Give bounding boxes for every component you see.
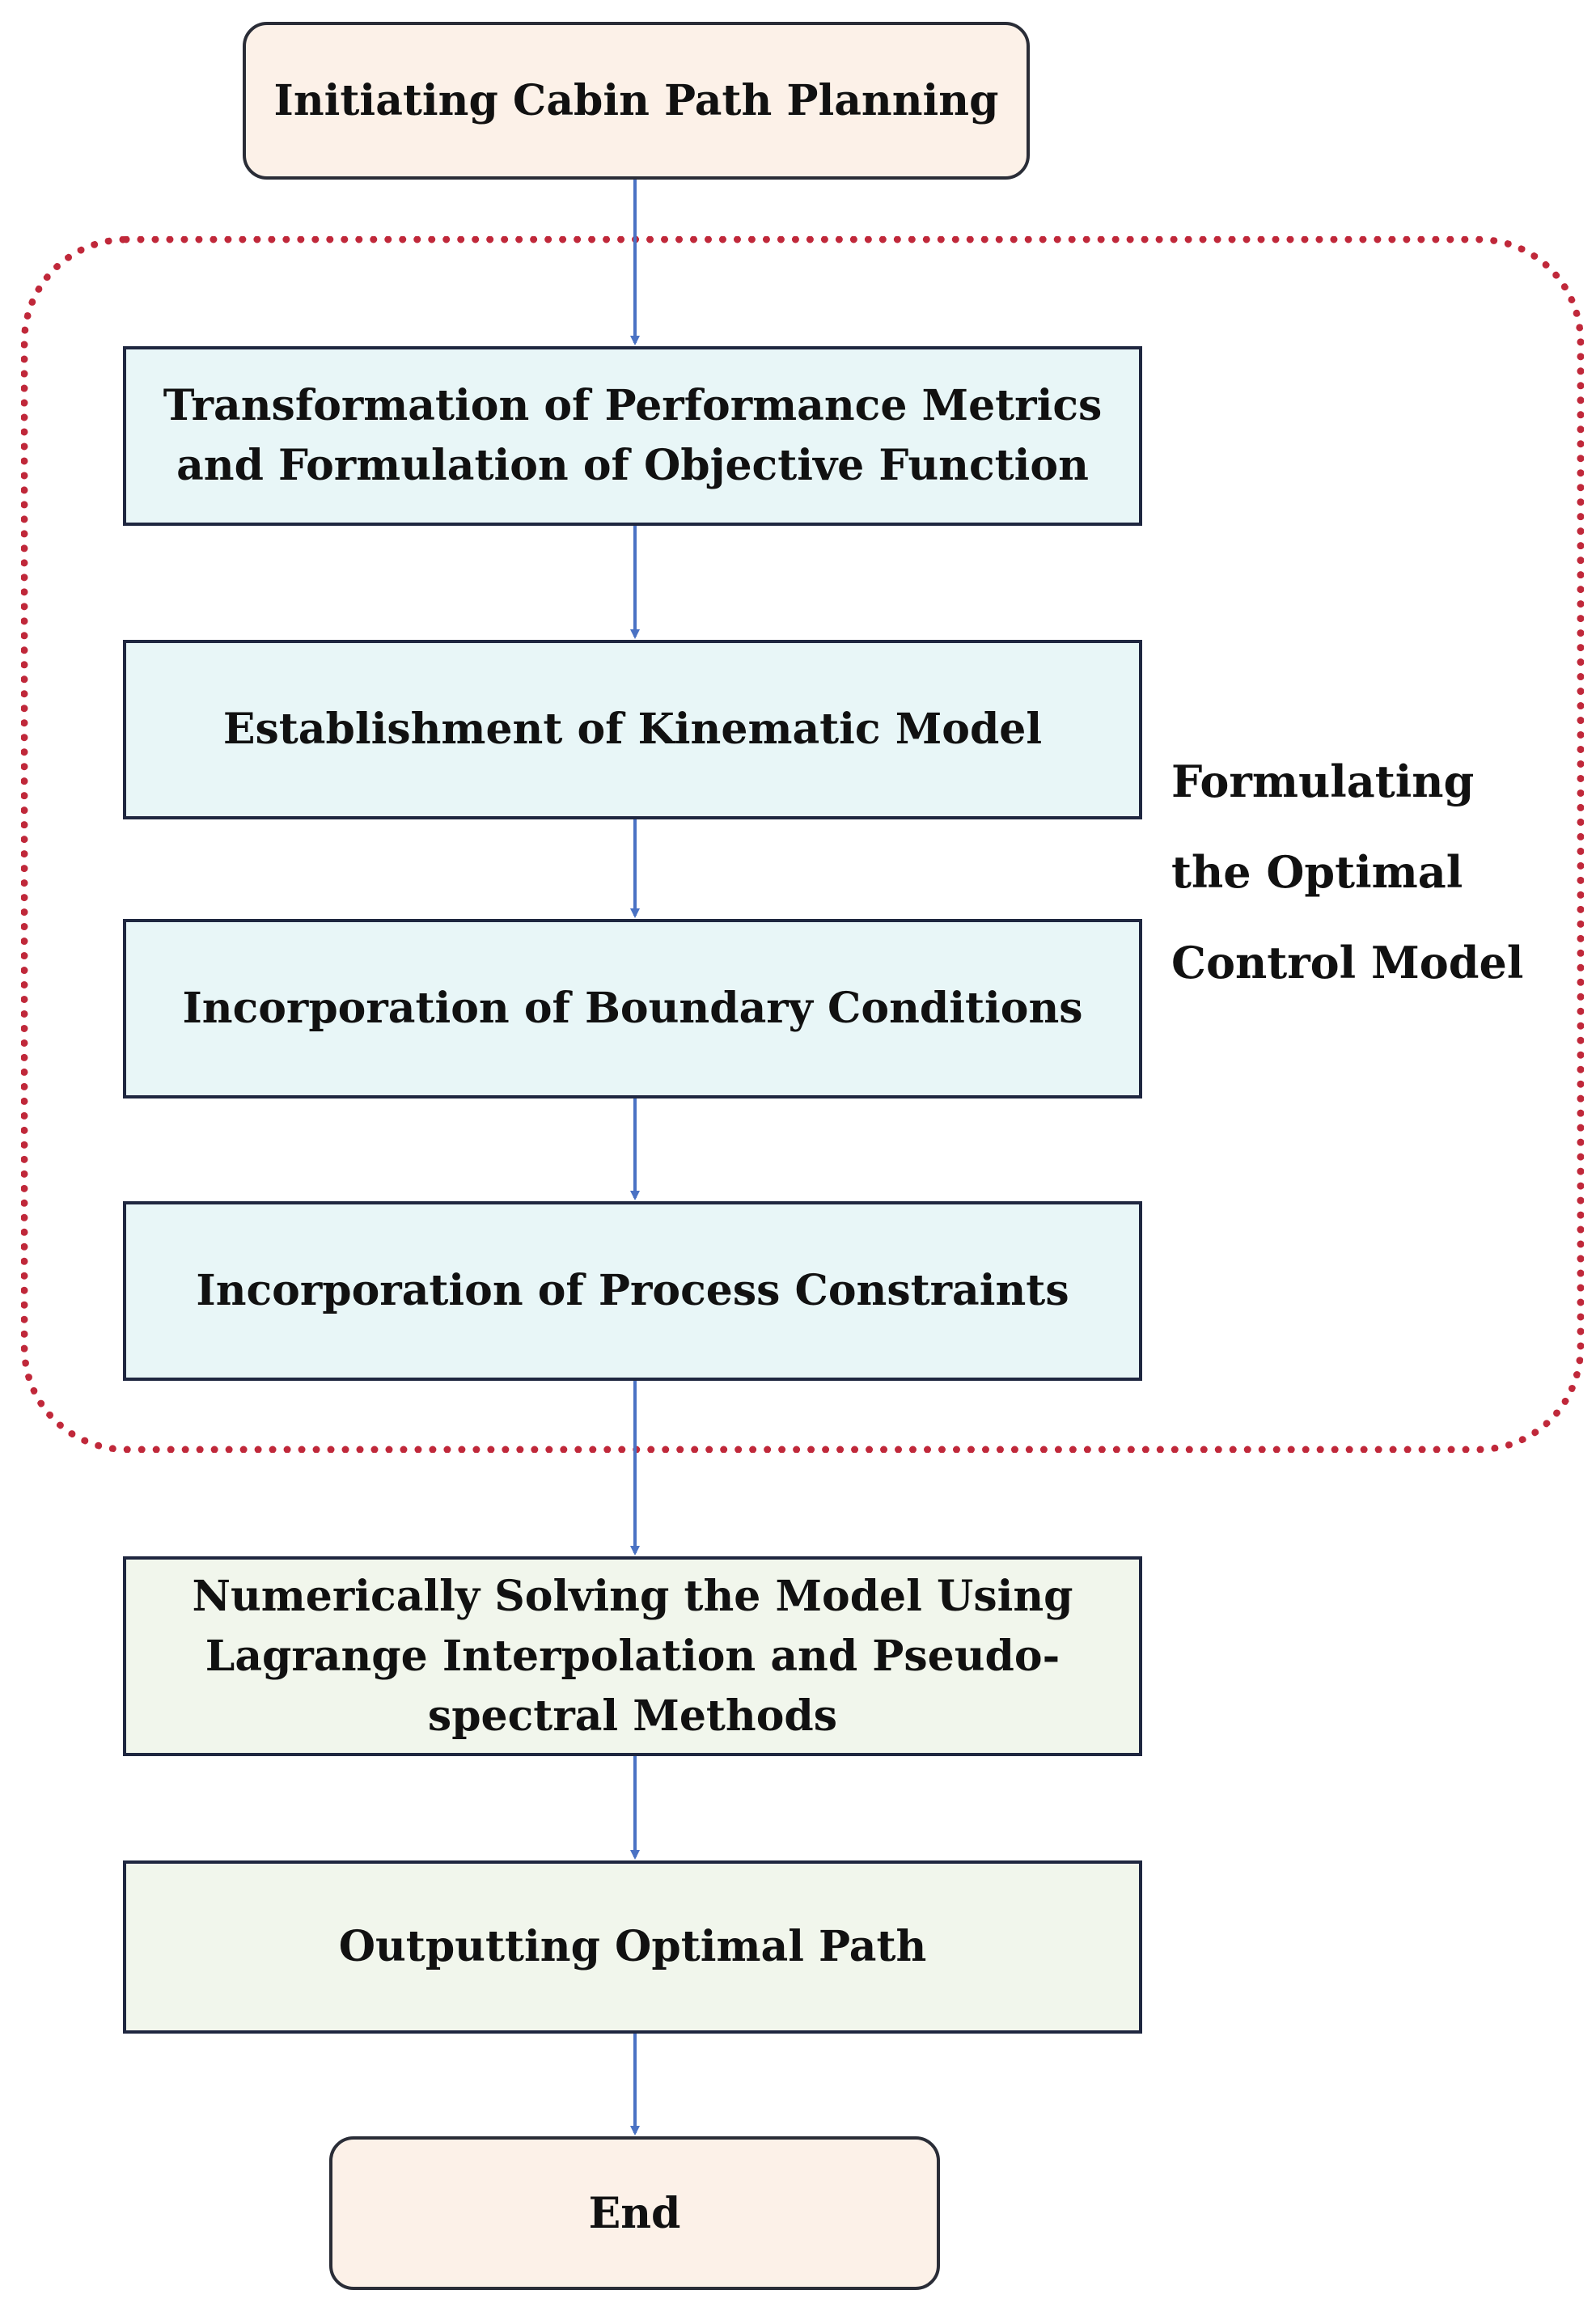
solve-step-line-1: Numerically Solving the Model Using xyxy=(192,1571,1073,1621)
numerical-solve-step: Numerically Solving the Model Using Lagr… xyxy=(123,1556,1142,1756)
group-label: Formulating the Optimal Control Model xyxy=(1171,736,1552,1008)
constraints-step-label: Incorporation of Process Constraints xyxy=(196,1266,1069,1315)
boundary-step-label: Incorporation of Boundary Conditions xyxy=(182,984,1083,1033)
boundary-conditions-step: Incorporation of Boundary Conditions xyxy=(123,919,1142,1098)
solve-step-line-2: Lagrange Interpolation and Pseudo- xyxy=(205,1631,1060,1681)
objective-step-line-1: Transformation of Performance Metrics xyxy=(163,381,1103,430)
group-label-line-2: the Optimal xyxy=(1171,846,1463,898)
solve-step-line-3: spectral Methods xyxy=(427,1691,838,1741)
process-constraints-step: Incorporation of Process Constraints xyxy=(123,1201,1142,1381)
start-node: Initiating Cabin Path Planning xyxy=(243,22,1030,180)
kinematic-model-step: Establishment of Kinematic Model xyxy=(123,640,1142,819)
start-node-label: Initiating Cabin Path Planning xyxy=(273,76,999,125)
objective-function-step: Transformation of Performance Metrics an… xyxy=(123,346,1142,526)
end-node: End xyxy=(329,2136,940,2290)
output-path-step: Outputting Optimal Path xyxy=(123,1860,1142,2034)
objective-step-line-2: and Formulation of Objective Function xyxy=(176,441,1089,490)
group-label-line-1: Formulating xyxy=(1171,756,1475,807)
optimal-control-model-group xyxy=(21,236,1584,1453)
kinematic-step-label: Establishment of Kinematic Model xyxy=(222,705,1043,754)
output-step-label: Outputting Optimal Path xyxy=(338,1922,927,1971)
group-label-line-3: Control Model xyxy=(1171,937,1524,988)
end-node-label: End xyxy=(588,2188,681,2238)
